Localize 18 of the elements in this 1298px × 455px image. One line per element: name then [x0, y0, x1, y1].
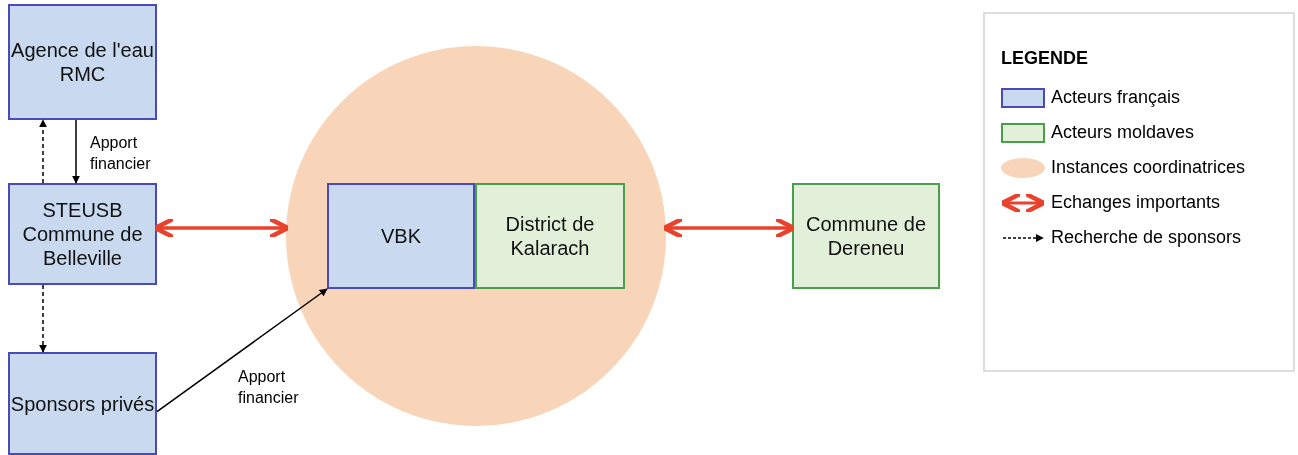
arrow — [39, 284, 47, 353]
legend-title: LEGENDE — [1001, 48, 1089, 69]
arrow — [72, 119, 80, 184]
actor-box: Agence de l'eau RMC — [8, 4, 157, 120]
legend-label: Echanges importants — [1051, 192, 1221, 213]
actor-box: Commune de Dereneu — [792, 183, 940, 289]
actor-box: Sponsors privés — [8, 352, 157, 455]
legend-label: Recherche de sponsors — [1051, 227, 1242, 248]
actor-box: District de Kalarach — [475, 183, 625, 289]
arrow — [39, 119, 47, 184]
edge-label: Apport financier — [89, 133, 152, 174]
actor-box: STEUSB Commune de Belleville — [8, 183, 157, 285]
edge-label: Apport financier — [237, 367, 300, 408]
arrow — [156, 288, 328, 413]
legend-label: Acteurs moldaves — [1051, 122, 1195, 143]
legend-label: Instances coordinatrices — [1051, 157, 1246, 178]
actor-box: VBK — [327, 183, 475, 289]
legend-label: Acteurs français — [1051, 87, 1181, 108]
